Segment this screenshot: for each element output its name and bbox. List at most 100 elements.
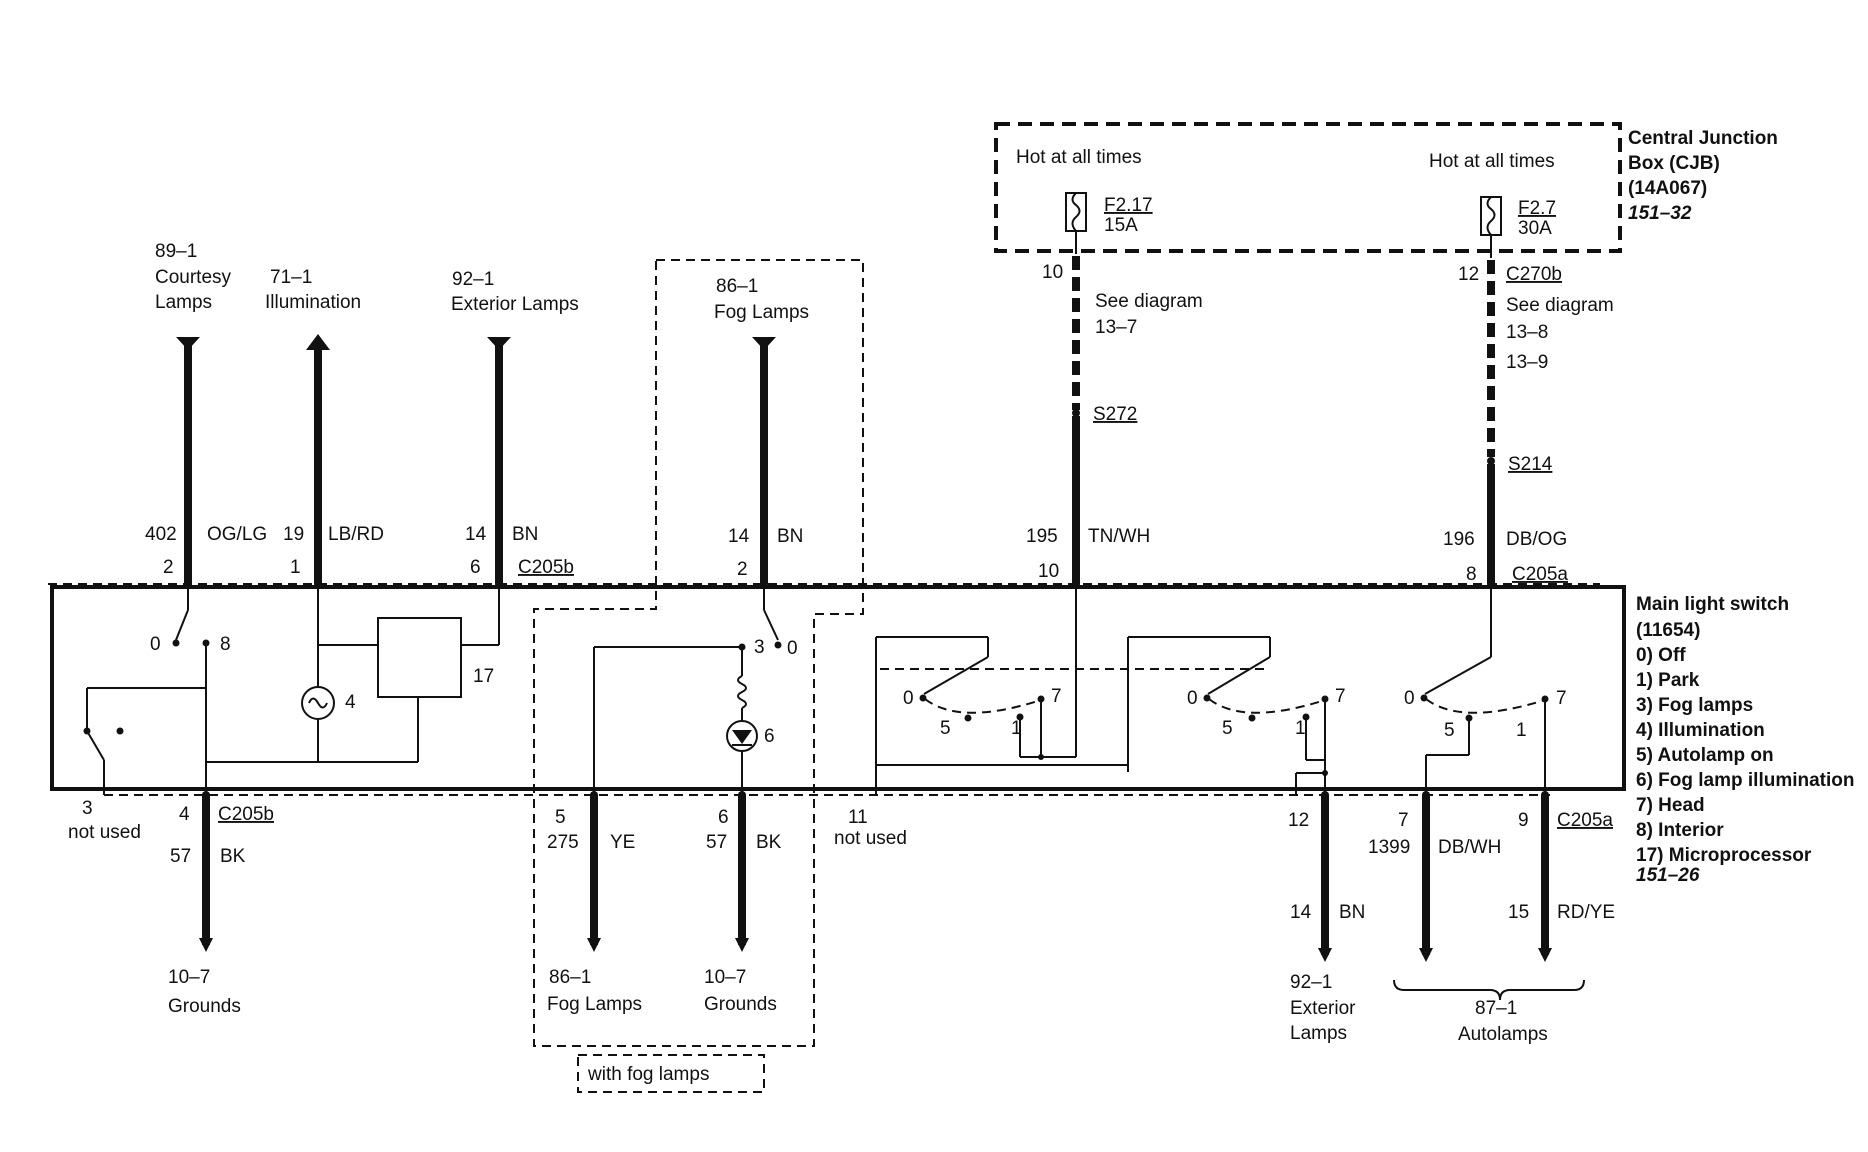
hot-label-left: Hot at all times [1016,147,1142,168]
with-fog-lamps-box [577,1054,765,1093]
ground-label: Grounds [168,996,241,1017]
auto1-pin: 7 [1398,810,1409,831]
fog-out-pin: 5 [555,807,566,828]
pos-off-left: 0 [150,634,161,655]
illumination-ref: 71–1 [270,267,312,288]
headlamp-switch-pole-1 [875,584,1077,765]
pos-fog: 3 [754,637,765,658]
pole3-pos-auto: 5 [1444,720,1455,741]
auto1-color: DB/WH [1438,837,1501,858]
courtesy-label-2: Lamps [155,292,212,313]
microprocessor-box [377,617,462,698]
cjb-title-line-3: (14A067) [1628,178,1707,199]
courtesy-pin: 2 [163,557,174,578]
pole1-pos-head: 7 [1051,686,1062,707]
feed-right-color: DB/OG [1506,529,1567,550]
pole1-pos-auto: 5 [940,718,951,739]
fog-top-label: Fog Lamps [714,302,809,323]
fog-illum-led-icon [726,720,758,752]
splice-s272-label: S272 [1093,404,1137,425]
autolamps-ref: 87–1 [1475,998,1517,1019]
feed-right: 12 C270b See diagram 13–8 13–9 S214 196 … [1443,235,1614,588]
splice-s214-dot [1487,457,1495,465]
fuse-rating-left: 15A [1104,215,1138,236]
exterior-top-ref: 92–1 [452,269,494,290]
fog-lamp-option-outline [533,259,864,1047]
feed-right-pin-top: 12 [1458,264,1479,285]
autolamps-brace [1393,979,1585,1001]
legend-item-autolamp: 5) Autolamp on [1636,745,1774,766]
feed-left-pin: 10 [1038,561,1059,582]
illumination-label: Illumination [265,292,361,313]
fog-out-circuit: 275 [547,832,579,853]
exterior-out-label-1: Exterior [1290,998,1356,1019]
connector-c205a-bottom: C205a [1557,810,1613,831]
feed-left-color: TN/WH [1088,526,1150,547]
fog-out-color: YE [610,832,635,853]
bottom-wires: 3 not used 4 C205b 57 BK 10–7 Grounds 5 … [68,765,1615,1045]
legend-item-fog-illum: 6) Fog lamp illumination [1636,770,1855,791]
feed-left-ref: 13–7 [1095,317,1137,338]
feed-right-circuit: 196 [1443,529,1475,550]
courtesy-label-1: Courtesy [155,267,232,288]
pin3-number: 3 [82,798,93,819]
fog-top-color: BN [777,526,803,547]
legend-item-off: 0) Off [1636,645,1686,666]
pin11-number: 11 [848,807,868,828]
cjb-outline [994,122,1622,253]
exterior-out-pin: 12 [1288,810,1309,831]
switch-title-line-2: (11654) [1636,620,1700,641]
legend-item-micro: 17) Microprocessor [1636,845,1812,866]
auto2-pin: 9 [1518,810,1529,831]
exterior-out-circuit: 14 [1290,902,1312,923]
pos-illum: 4 [345,692,356,713]
switch-title-line-1: Main light switch [1636,594,1789,615]
auto2-circuit: 15 [1508,902,1529,923]
pole1-pos-park: 1 [1011,718,1022,739]
ground-pin: 4 [179,804,190,825]
hot-label-right: Hot at all times [1429,151,1555,172]
fog-top-pin: 2 [737,559,748,580]
ground-color: BK [220,846,246,867]
central-junction-box: Hot at all times Hot at all times F2.17 … [994,122,1778,253]
pole3-pos-off: 0 [1404,688,1415,709]
pole3-pos-head: 7 [1556,688,1567,709]
exterior-top-color: BN [512,524,538,545]
legend-item-park: 1) Park [1636,670,1700,691]
splice-s214-label: S214 [1508,454,1553,475]
headlamp-switch-pole-3 [1420,584,1549,795]
feed-right-see: See diagram [1506,295,1614,316]
legend-item-fog: 3) Fog lamps [1636,695,1753,716]
feed-left: 10 See diagram 13–7 S272 195 TN/WH 10 [1026,231,1203,588]
fog-ground-pin: 6 [718,807,729,828]
cjb-title-line-1: Central Junction [1628,128,1778,149]
headlamp-switch-pole-2 [1127,636,1329,795]
top-wires: 89–1 Courtesy Lamps 402 OG/LG 2 71–1 Ill… [48,241,1600,588]
fuse-id-left: F2.17 [1104,195,1153,216]
switch-page-ref: 151–26 [1636,865,1700,886]
fog-out-ref: 86–1 [549,967,591,988]
connector-c205b-bottom: C205b [218,804,274,825]
legend-item-interior: 8) Interior [1636,820,1724,841]
pos-fog-illum: 6 [764,726,775,747]
fuse-f2-17-icon [1065,192,1087,232]
exterior-out-ref: 92–1 [1290,972,1332,993]
pole3-pos-park: 1 [1516,720,1527,741]
exterior-top-label: Exterior Lamps [451,294,579,315]
auto2-color: RD/YE [1557,902,1615,923]
exterior-out-label-2: Lamps [1290,1023,1347,1044]
connector-c205b-top: C205b [518,557,574,578]
autolamps-label: Autolamps [1458,1024,1548,1045]
fog-ground-circuit: 57 [706,832,727,853]
fog-ground-color: BK [756,832,782,853]
illumination-color: LB/RD [328,524,384,545]
cjb-title-line-2: Box (CJB) [1628,153,1720,174]
illumination-circuit: 19 [283,524,304,545]
fuse-id-right: F2.7 [1518,198,1556,219]
pin11-not-used: not used [834,828,907,849]
exterior-top-pin: 6 [470,557,481,578]
connector-c205a-top: C205a [1512,564,1568,585]
feed-left-circuit: 195 [1026,526,1058,547]
with-fog-lamps-label: with fog lamps [587,1064,709,1085]
